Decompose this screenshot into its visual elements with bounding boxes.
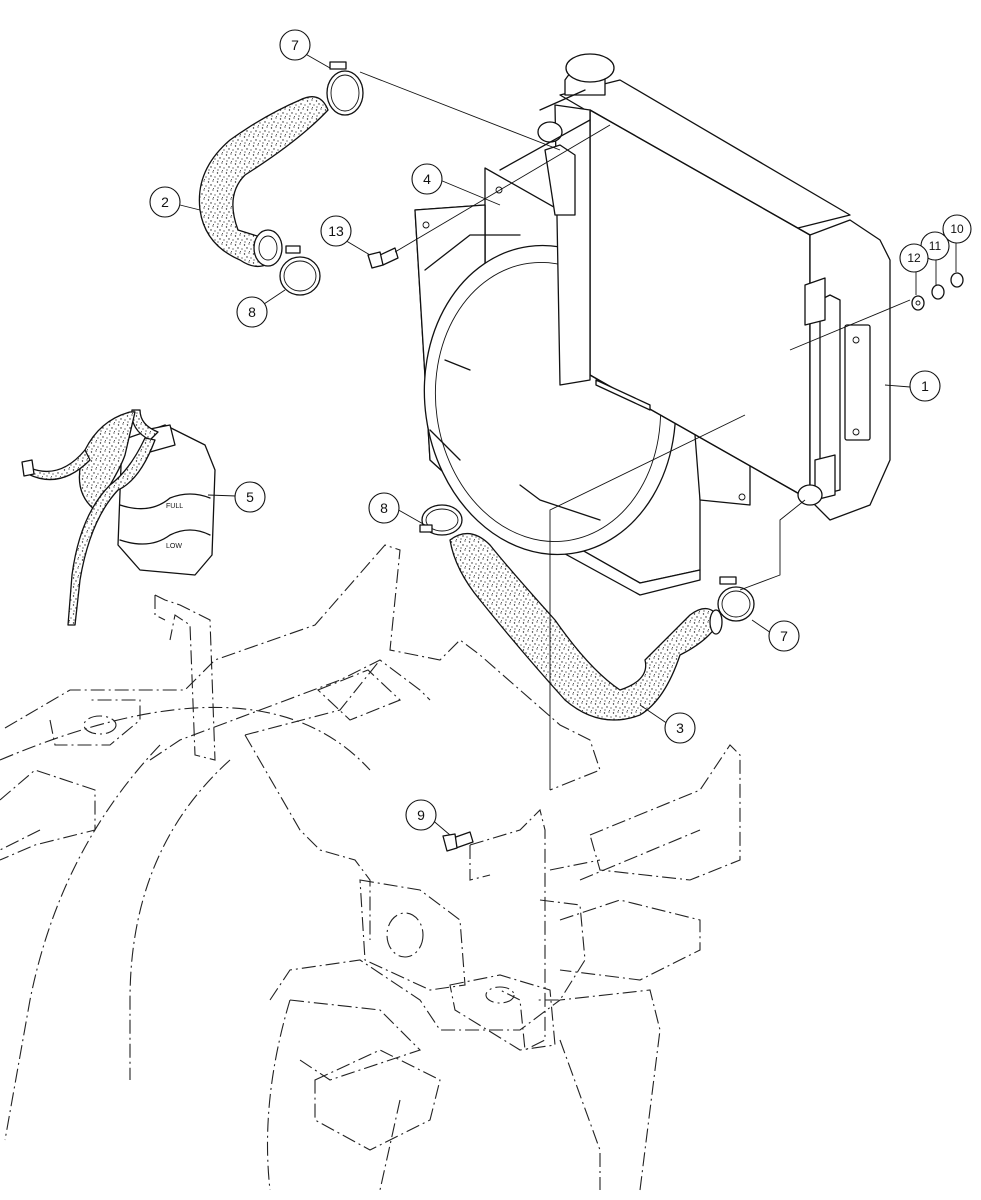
tank-low-mark: LOW <box>166 543 182 550</box>
spring-washer <box>931 284 945 300</box>
flat-washer <box>911 295 925 311</box>
callout-12: 12 <box>899 243 929 273</box>
hose-clamp <box>419 504 463 536</box>
frame-mount-hole <box>83 715 117 735</box>
tank-full-mark: FULL <box>166 503 183 510</box>
upper-radiator-hose <box>198 96 329 267</box>
svg-text:11: 11 <box>929 239 942 253</box>
flat-washer-hole <box>915 300 921 306</box>
svg-text:8: 8 <box>380 500 388 516</box>
svg-text:1: 1 <box>921 378 929 394</box>
hose-clamp <box>326 61 364 116</box>
svg-text:9: 9 <box>417 807 425 823</box>
svg-text:13: 13 <box>328 223 344 239</box>
bolt <box>442 831 474 852</box>
svg-text:8: 8 <box>248 304 256 320</box>
callout-7-lower: 7 <box>768 620 800 652</box>
callout-8-lower: 8 <box>368 492 400 524</box>
svg-text:4: 4 <box>423 171 431 187</box>
hose-clamp <box>717 576 755 622</box>
coolant-reserve-tank: FULL LOW <box>21 409 216 626</box>
svg-text:7: 7 <box>780 628 788 644</box>
frame-mount-hole <box>386 912 424 958</box>
callout-5: 5 <box>234 481 266 513</box>
radiator <box>499 53 891 521</box>
callout-1: 1 <box>909 370 941 402</box>
nut <box>950 272 964 288</box>
hose-clamp <box>279 245 321 296</box>
svg-text:7: 7 <box>291 37 299 53</box>
svg-text:5: 5 <box>246 489 254 505</box>
callout-8-upper: 8 <box>236 296 268 328</box>
leader-lines <box>179 47 957 836</box>
callout-9: 9 <box>405 799 437 831</box>
tractor-frame-phantom <box>0 544 741 1191</box>
svg-text:3: 3 <box>676 720 684 736</box>
bolt <box>367 247 399 269</box>
callout-10: 10 <box>942 214 972 244</box>
callout-13: 13 <box>320 215 352 247</box>
svg-text:12: 12 <box>907 251 921 265</box>
frame-mount-hole <box>485 986 515 1004</box>
callout-7-upper: 7 <box>279 29 311 61</box>
callout-3: 3 <box>664 712 696 744</box>
svg-text:2: 2 <box>161 194 169 210</box>
lower-radiator-hose <box>449 533 723 721</box>
callout-2: 2 <box>149 186 181 218</box>
callout-4: 4 <box>411 163 443 195</box>
svg-text:10: 10 <box>950 222 964 236</box>
